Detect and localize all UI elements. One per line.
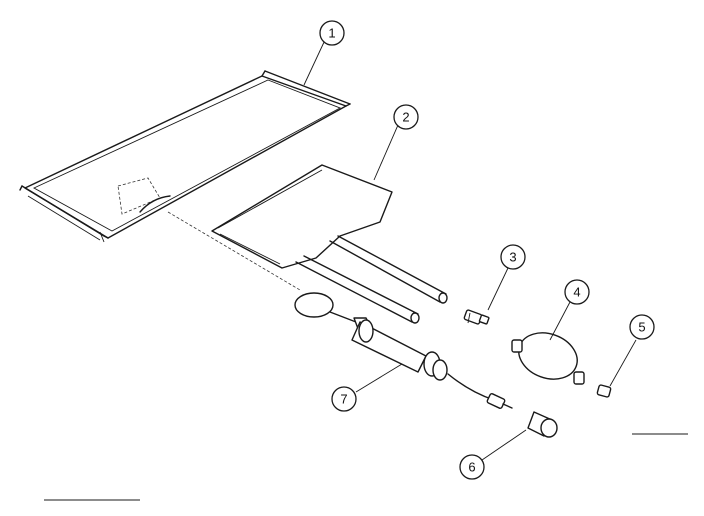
part-6-endcap — [527, 411, 558, 438]
callout-3: 3 — [500, 244, 526, 270]
callout-2: 2 — [393, 104, 419, 130]
part-5-cap — [596, 384, 612, 398]
callout-4: 4 — [564, 279, 590, 305]
svg-text:5: 5 — [638, 320, 645, 335]
part-1-cuff — [19, 70, 351, 243]
part-4-bulb — [511, 332, 585, 385]
svg-text:1: 1 — [328, 26, 335, 41]
svg-text:7: 7 — [340, 392, 347, 407]
callout-1: 1 — [319, 20, 345, 46]
svg-text:3: 3 — [509, 250, 516, 265]
part-2-bladder — [167, 164, 448, 324]
part-7-gauge-assembly — [294, 292, 513, 409]
svg-text:4: 4 — [573, 285, 580, 300]
svg-text:6: 6 — [468, 460, 475, 475]
callout-6: 6 — [459, 454, 485, 480]
callout-5: 5 — [629, 314, 655, 340]
leader-lines — [44, 39, 688, 501]
svg-text:2: 2 — [402, 110, 409, 125]
callout-7: 7 — [331, 386, 357, 412]
part-3-valve — [463, 309, 490, 325]
